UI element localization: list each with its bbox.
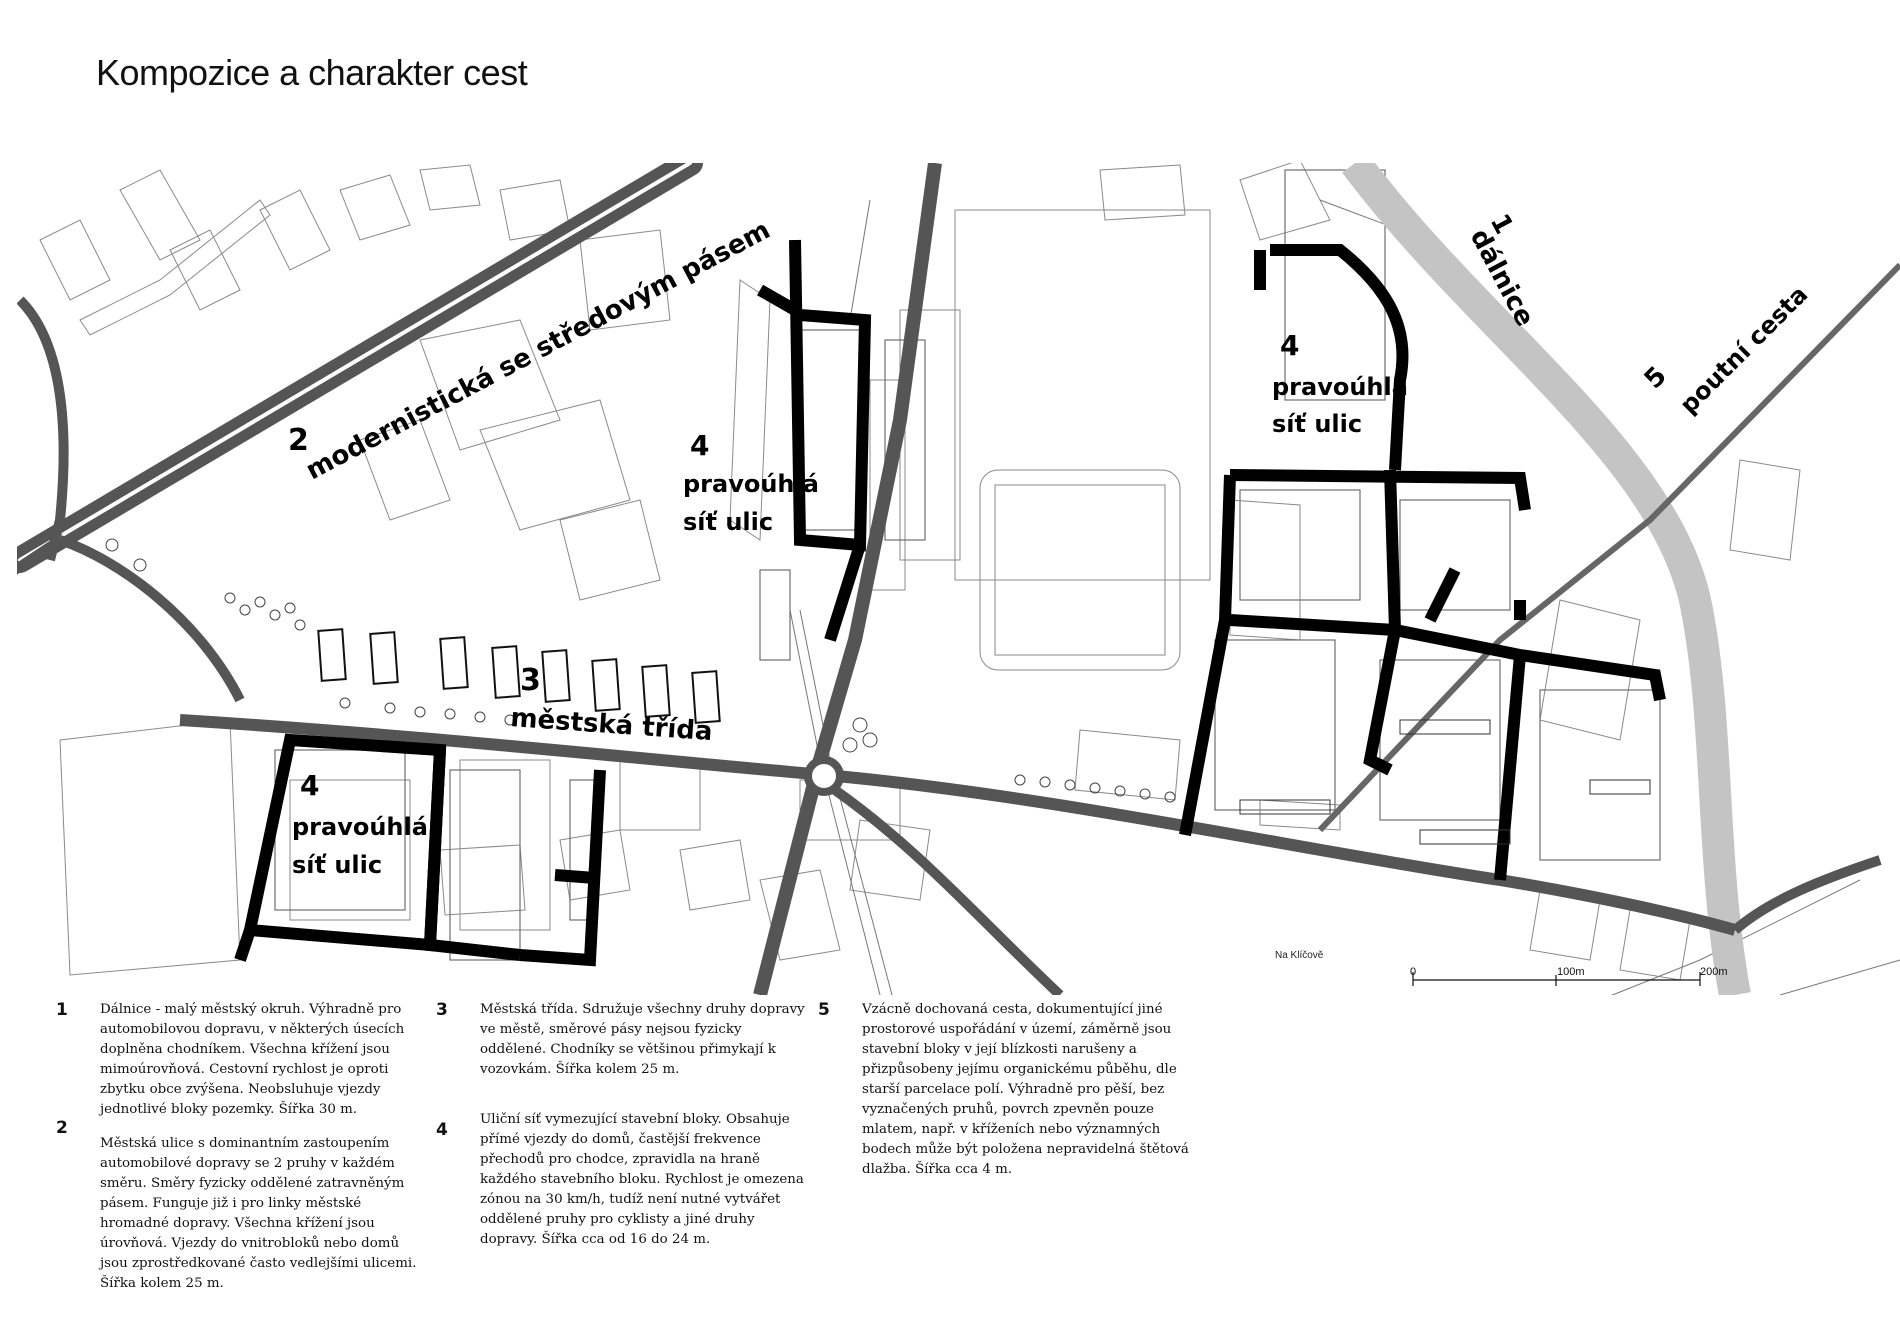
legend-num-4: 4 <box>436 1120 448 1140</box>
label-4a-line2: síť ulic <box>683 508 773 536</box>
legend-text-2: Městská ulice s dominantním zastoupením … <box>100 1136 417 1291</box>
legend-text-5: Vzácně dochovaná cesta, dokumentující ji… <box>862 1002 1189 1177</box>
scale-mid: 100m <box>1557 966 1585 978</box>
label-4b-line2: síť ulic <box>1272 410 1362 438</box>
south-roads <box>832 785 1882 995</box>
legend-num-2: 2 <box>56 1118 68 1138</box>
highway-dalnice <box>1342 163 1751 995</box>
label-4a-line1: pravoúhlá <box>683 470 819 498</box>
legend-num-1: 1 <box>56 1000 68 1020</box>
parking-rows <box>1239 719 1651 845</box>
label-5-num: 5 <box>1639 361 1673 395</box>
modernist-road <box>17 163 703 573</box>
label-4b-num: 4 <box>1280 329 1299 362</box>
label-3-name: městská třída <box>510 703 714 747</box>
street-trees <box>105 538 1176 803</box>
legend-num-5: 5 <box>818 1000 830 1020</box>
pilgrimage-path <box>1317 262 1900 833</box>
legend-text-4: Uliční síť vymezující stavební bloky. Ob… <box>480 1112 804 1247</box>
scale-end: 200m <box>1700 966 1728 978</box>
legend-text-1: Dálnice - malý městský okruh. Výhradně p… <box>100 1002 405 1117</box>
scale-bar: 0 100m 200m <box>1410 966 1728 986</box>
legend-text-3: Městská třída. Sdružuje všechny druhy do… <box>480 1002 805 1077</box>
street-name: Na Klíčově <box>1275 950 1324 961</box>
label-2-num: 2 <box>288 423 309 458</box>
label-4b-line1: pravoúhlá <box>1272 373 1408 401</box>
avenue-pavilions <box>317 628 721 724</box>
north-south-road <box>753 163 942 995</box>
scale-zero: 0 <box>1410 966 1416 978</box>
roundabout <box>804 756 844 796</box>
label-4c-line2: síť ulic <box>292 851 382 879</box>
west-roads <box>17 296 245 703</box>
main-avenue <box>179 714 1737 936</box>
label-4a-num: 4 <box>690 429 709 462</box>
page-title: Kompozice a charakter cest <box>96 52 528 93</box>
label-4c-num: 4 <box>300 769 319 802</box>
grid-streets <box>234 239 1666 967</box>
label-5-name: poutní cesta <box>1674 280 1813 419</box>
label-4c-line1: pravoúhlá <box>292 813 428 841</box>
label-3-num: 3 <box>520 663 541 698</box>
legend-num-3: 3 <box>436 1000 448 1020</box>
